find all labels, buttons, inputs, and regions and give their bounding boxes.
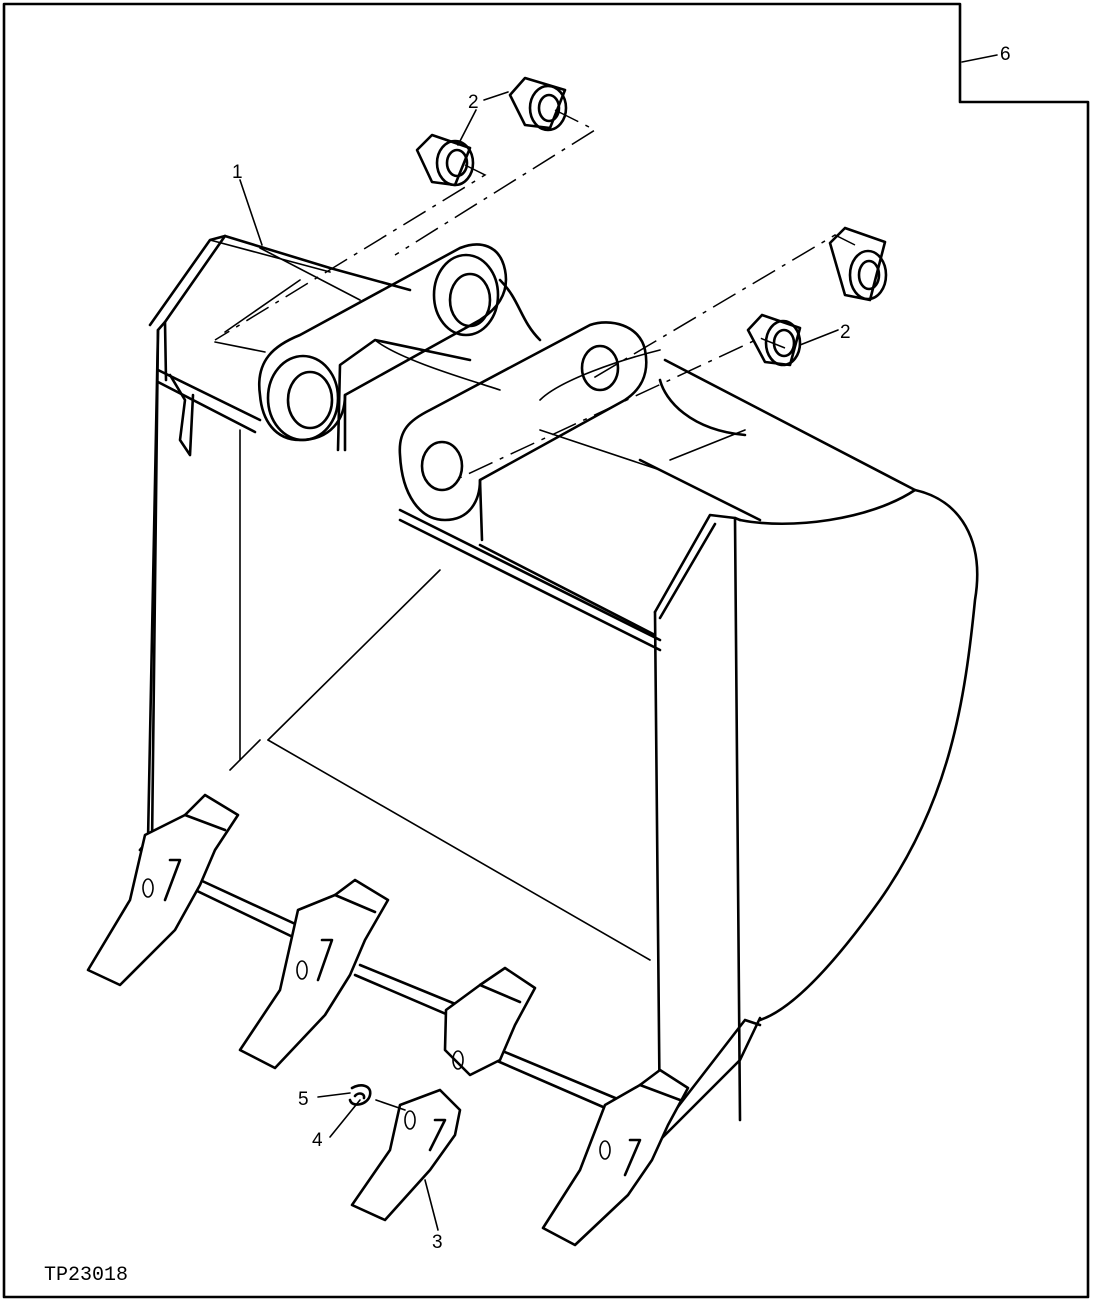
callout-4: 4: [312, 1130, 323, 1151]
callout-3: 3: [432, 1232, 443, 1253]
callout-2-right: 2: [840, 322, 851, 343]
leader-lines: [239, 54, 998, 1231]
callout-5: 5: [298, 1089, 309, 1110]
bushing-right-lower: [746, 313, 802, 367]
centerlines: [214, 109, 856, 481]
figure-code: TP23018: [44, 1264, 128, 1287]
retainer-pin: [348, 1084, 372, 1106]
bushing-top-front: [415, 133, 475, 187]
tooth-1: [86, 793, 240, 987]
callout-1: 1: [232, 162, 243, 183]
bushing-right-upper: [828, 226, 888, 302]
bushing-top-rear: [508, 76, 568, 132]
tooth-4: [541, 1068, 690, 1247]
tooth-3-tip: [350, 1088, 462, 1222]
bucket-body: [138, 234, 979, 1142]
tooth-3-adapter: [443, 966, 537, 1077]
callout-2-top: 2: [468, 92, 479, 113]
mounting-bosses: [257, 243, 661, 542]
tooth-2: [238, 878, 390, 1070]
callout-6: 6: [1000, 44, 1011, 65]
